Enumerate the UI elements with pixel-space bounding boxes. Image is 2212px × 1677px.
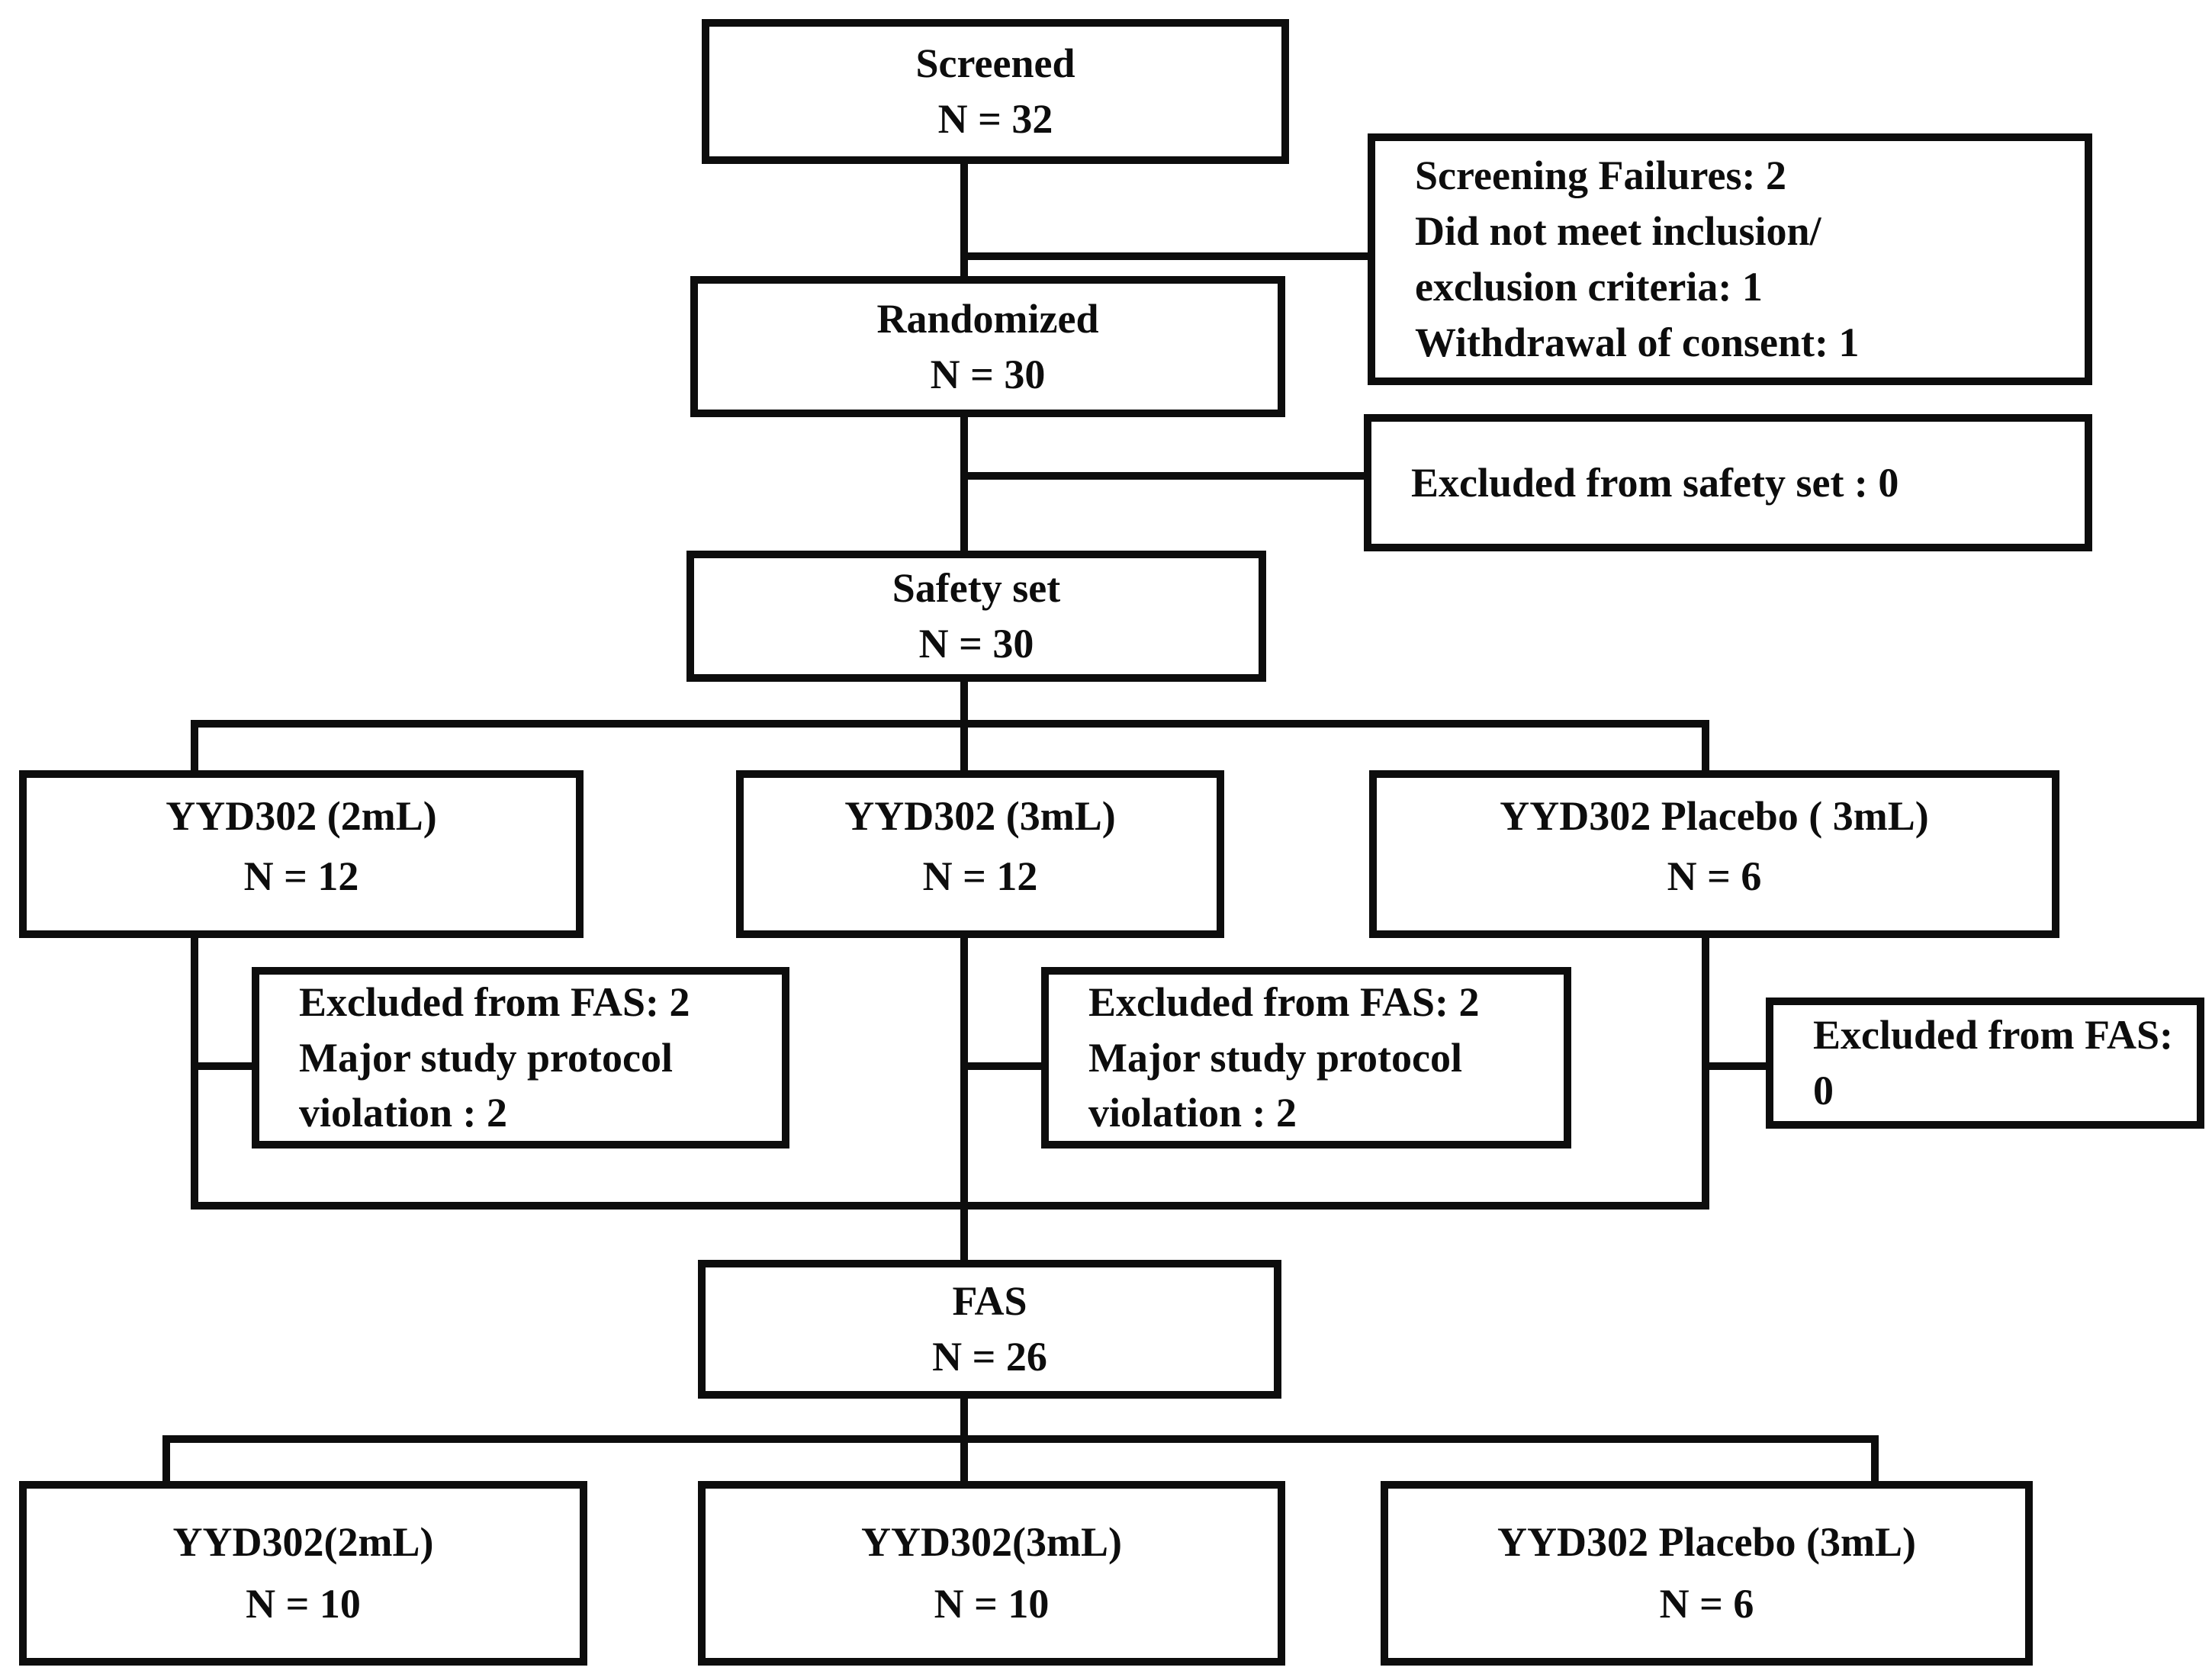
node-fas-label: FAS [952, 1278, 1027, 1325]
connector-safetyset-branch [960, 680, 968, 731]
branch-drop-arm-2ml [191, 720, 198, 773]
node-fas-3ml: YYD302(3mL) N = 10 [698, 1481, 1285, 1666]
excluded-fas-2ml-line: violation : 2 [299, 1090, 508, 1136]
node-excluded-safety: Excluded from safety set : 0 [1364, 414, 2092, 551]
node-excluded-fas-placebo: Excluded from FAS: 0 [1766, 998, 2204, 1129]
node-safety-set-count: N = 30 [918, 621, 1034, 667]
node-arm-2ml: YYD302 (2mL) N = 12 [19, 770, 584, 938]
node-arm-placebo-count: N = 6 [1667, 853, 1762, 900]
connector-arm-placebo-down [1702, 935, 1709, 1210]
node-arm-2ml-count: N = 12 [243, 853, 359, 900]
branch-line-bottom [162, 1435, 1879, 1443]
excluded-fas-placebo-line: Excluded from FAS: 0 [1813, 1012, 2173, 1113]
node-arm-placebo: YYD302 Placebo ( 3mL) N = 6 [1369, 770, 2059, 938]
excluded-fas-3ml-line: violation : 2 [1088, 1090, 1297, 1136]
connector-to-excluded-safety [960, 472, 1365, 480]
node-fas-3ml-label: YYD302(3mL) [861, 1519, 1122, 1565]
branch-drop-arm-3ml [960, 720, 968, 773]
branch-drop-arm-placebo [1702, 720, 1709, 773]
node-fas-3ml-count: N = 10 [934, 1581, 1050, 1627]
connector-arm-3ml-down [960, 935, 968, 1264]
node-randomized-label: Randomized [876, 295, 1099, 342]
branch-drop-fas-3ml [960, 1435, 968, 1484]
node-fas-2ml: YYD302(2mL) N = 10 [19, 1481, 587, 1666]
node-fas-placebo: YYD302 Placebo (3mL) N = 6 [1381, 1481, 2033, 1666]
screening-failures-line: Withdrawal of consent: 1 [1415, 319, 1860, 365]
node-randomized: Randomized N = 30 [690, 276, 1285, 417]
screening-failures-line: exclusion criteria: 1 [1415, 264, 1763, 310]
node-arm-3ml-count: N = 12 [922, 853, 1038, 900]
excluded-safety-line: Excluded from safety set : 0 [1411, 459, 1899, 506]
node-excluded-fas-2ml: Excluded from FAS: 2 Major study protoco… [252, 967, 789, 1149]
node-arm-2ml-label: YYD302 (2mL) [166, 793, 437, 839]
branch-drop-fas-placebo [1871, 1435, 1879, 1484]
screening-failures-line: Did not meet inclusion/ [1415, 208, 1821, 255]
connector-screened-randomized [960, 164, 968, 280]
connector-fas-branch [960, 1396, 968, 1443]
branch-drop-fas-2ml [162, 1435, 170, 1484]
stub-excluded-fas-3ml [960, 1062, 1041, 1070]
node-fas-count: N = 26 [932, 1334, 1047, 1380]
stub-excluded-fas-placebo [1702, 1062, 1766, 1070]
node-arm-placebo-label: YYD302 Placebo ( 3mL) [1500, 793, 1929, 839]
node-screened-count: N = 32 [937, 96, 1053, 142]
branch-line-top [191, 720, 1709, 728]
screening-failures-line: Screening Failures: 2 [1415, 153, 1786, 199]
connector-randomized-safetyset [960, 416, 968, 554]
node-screening-failures: Screening Failures: 2 Did not meet inclu… [1368, 133, 2092, 385]
node-fas-2ml-label: YYD302(2mL) [172, 1519, 434, 1565]
excluded-fas-2ml-line: Major study protocol [299, 1034, 673, 1081]
node-screened-label: Screened [915, 40, 1075, 87]
excluded-fas-3ml-line: Major study protocol [1088, 1034, 1462, 1081]
node-excluded-fas-3ml: Excluded from FAS: 2 Major study protoco… [1041, 967, 1571, 1149]
node-randomized-count: N = 30 [930, 351, 1046, 397]
node-arm-3ml: YYD302 (3mL) N = 12 [736, 770, 1224, 938]
node-screened: Screened N = 32 [702, 19, 1289, 164]
connector-to-screening-failures [960, 252, 1369, 260]
node-fas-placebo-label: YYD302 Placebo (3mL) [1497, 1519, 1916, 1565]
node-safety-set-label: Safety set [892, 565, 1061, 612]
excluded-fas-3ml-line: Excluded from FAS: 2 [1088, 978, 1480, 1025]
connector-arm-2ml-down [191, 935, 198, 1210]
node-arm-3ml-label: YYD302 (3mL) [844, 793, 1116, 839]
node-safety-set: Safety set N = 30 [686, 551, 1266, 682]
excluded-fas-2ml-line: Excluded from FAS: 2 [299, 978, 690, 1025]
node-fas-placebo-count: N = 6 [1659, 1581, 1754, 1627]
node-fas-2ml-count: N = 10 [246, 1581, 361, 1627]
node-fas: FAS N = 26 [698, 1260, 1281, 1399]
stub-excluded-fas-2ml [191, 1062, 256, 1070]
collect-line-fas [191, 1202, 1709, 1210]
